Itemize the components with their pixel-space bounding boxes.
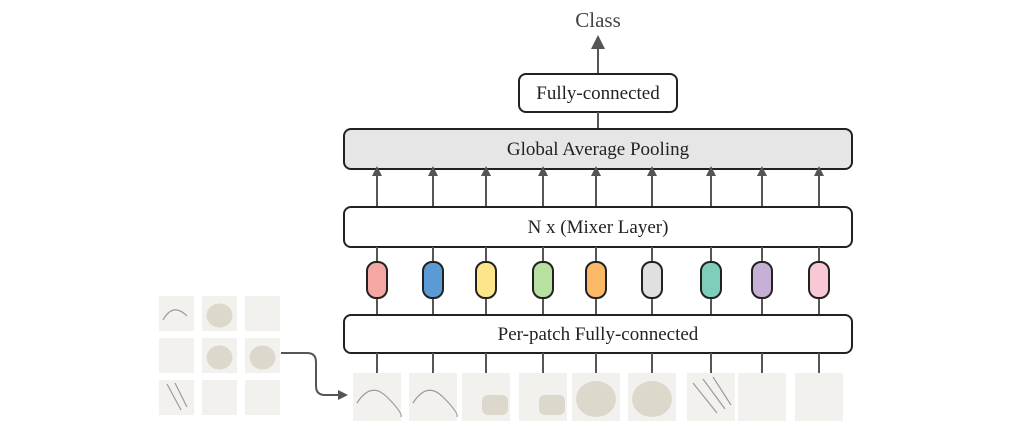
token-5 [585,261,607,299]
grid-patch-2 [202,296,237,331]
fully-connected-label: Fully-connected [536,83,660,104]
patch-embedding-tokens [366,247,830,315]
grid-patch-1 [159,296,194,331]
mixer-to-pool-arrows [372,166,824,207]
input-patch-9 [795,373,843,421]
input-patch-1 [353,373,402,421]
token-3 [475,261,497,299]
input-patch-4 [519,373,567,421]
class-output-label: Class [575,8,621,32]
grid-patch-4 [159,338,194,373]
input-patch-5 [572,373,620,421]
grid-patch-7 [159,380,194,415]
token-4 [532,261,554,299]
token-2 [422,261,444,299]
token-6 [641,261,663,299]
token-9 [808,261,830,299]
input-patch-row [353,353,843,421]
token-7 [700,261,722,299]
grid-patch-3 [245,296,280,331]
grid-patch-9 [245,380,280,415]
grid-patch-6 [245,338,280,373]
global-average-pooling-label: Global Average Pooling [507,139,690,160]
input-patch-2 [409,373,458,421]
per-patch-fc-label: Per-patch Fully-connected [498,324,699,345]
grid-to-patches-arrow [281,352,348,400]
input-image-patch-grid [159,296,280,415]
mixer-layer-box [343,206,853,248]
input-patch-6 [628,373,676,421]
input-patch-7 [687,373,735,421]
token-8 [751,261,773,299]
grid-patch-5 [202,338,237,373]
input-patch-3 [462,373,510,421]
input-patch-8 [738,373,786,421]
mixer-layer-label: N x (Mixer Layer) [528,217,669,238]
grid-patch-8 [202,380,237,415]
per-patch-fc-box [343,314,853,354]
token-1 [366,261,388,299]
